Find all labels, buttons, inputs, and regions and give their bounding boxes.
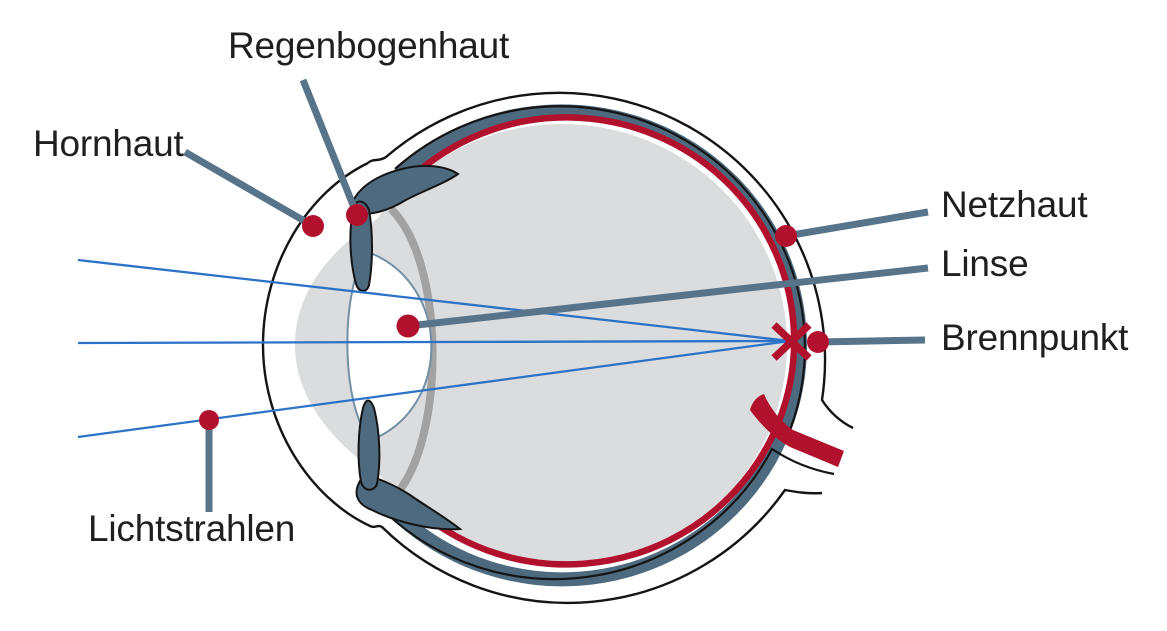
- dot-brennpunkt: [807, 331, 829, 353]
- vitreous-body: [337, 124, 787, 566]
- leader-lines: [183, 78, 929, 512]
- leader-linse: [407, 264, 929, 330]
- dot-linse: [396, 314, 420, 338]
- leader-hornhaut: [183, 148, 315, 230]
- leader-netzhaut: [785, 208, 929, 240]
- light-ray-bottom: [77, 339, 791, 439]
- label-netzhaut: Netzhaut: [941, 184, 1088, 225]
- label-lichtstrahlen: Lichtstrahlen: [88, 508, 296, 549]
- dot-hornhaut: [302, 215, 324, 237]
- label-regenbogenhaut: Regenbogenhaut: [228, 25, 510, 66]
- label-brennpunkt: Brennpunkt: [941, 317, 1129, 358]
- label-hornhaut: Hornhaut: [33, 123, 184, 164]
- light-ray-middle: [77, 339, 791, 345]
- leader-brennpunkt: [817, 336, 926, 346]
- dot-netzhaut: [775, 225, 797, 247]
- focal-point-x-icon: [771, 322, 812, 361]
- cornea-and-sclera-outline-bottom: [261, 161, 823, 605]
- dot-lichtstrahlen: [199, 410, 219, 430]
- anterior-chamber: [295, 206, 400, 488]
- choroid-ring: [386, 104, 807, 587]
- label-linse: Linse: [941, 243, 1029, 284]
- light-ray-top: [77, 258, 791, 343]
- leader-regenbogenhaut: [299, 78, 361, 217]
- ciliary-body-upper: [348, 164, 460, 215]
- marker-dots: [199, 204, 829, 430]
- optic-nerve: [750, 394, 844, 467]
- ciliary-body-lower: [355, 473, 463, 531]
- light-rays: [77, 258, 791, 439]
- sclera-outline-top: [367, 91, 854, 430]
- iris-lower: [357, 399, 381, 491]
- lens-capsule-arc: [388, 206, 437, 494]
- choroid-outline-lower: [385, 447, 835, 581]
- dot-regenbogenhaut: [346, 204, 368, 226]
